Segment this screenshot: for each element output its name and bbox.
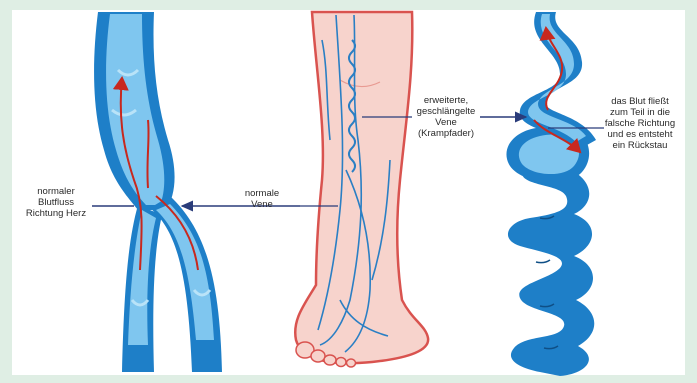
label-normal-flow: normaler Blutfluss Richtung Herz [18, 186, 94, 219]
normal-vein-illustration [94, 12, 222, 372]
leg-illustration [295, 12, 428, 367]
label-normal-vein: normale Vene [222, 188, 302, 210]
varicose-vein-lower-coils [508, 166, 594, 376]
blood-flow-arrow [147, 120, 148, 188]
label-reflux: das Blut fließt zum Teil in die falsche … [602, 96, 678, 151]
normal-vein-right-branch [150, 196, 222, 372]
label-varicose-vein: erweiterte, geschlängelte Vene (Krampfad… [410, 95, 482, 139]
varicose-vein-illustration [506, 12, 596, 376]
